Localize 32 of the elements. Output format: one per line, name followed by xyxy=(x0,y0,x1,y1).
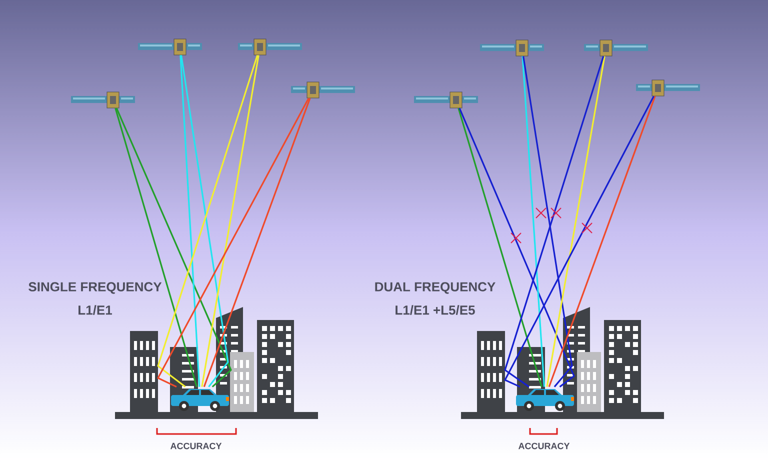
signal-line xyxy=(180,55,229,388)
car-drawing xyxy=(516,389,574,411)
signal-line xyxy=(116,108,232,388)
accuracy-label: ACCURACY xyxy=(518,442,570,450)
signal-line xyxy=(504,96,654,388)
satellite-drawing xyxy=(584,40,648,56)
satellite-drawing xyxy=(238,38,302,56)
heading: L1/E1 +L5/E5 xyxy=(396,305,475,315)
signal-line xyxy=(522,56,546,387)
satellite-drawing xyxy=(636,80,700,96)
heading: L1/E1 xyxy=(78,305,112,315)
signal-line xyxy=(546,56,606,387)
signal-line xyxy=(203,98,311,388)
signal-line xyxy=(157,54,258,388)
heading: SINGLE FREQUENCY xyxy=(28,282,162,294)
satellite-drawing xyxy=(291,82,355,98)
accuracy-label: ACCURACY xyxy=(170,442,222,450)
signal-line xyxy=(114,108,198,388)
car-drawing xyxy=(171,389,229,411)
signal-line xyxy=(548,96,656,388)
satellite-drawing xyxy=(71,92,135,108)
signal-line xyxy=(458,108,575,388)
signal-line xyxy=(201,55,260,387)
signal-line xyxy=(458,108,542,388)
signal-line xyxy=(522,56,573,388)
signal-line xyxy=(504,56,604,388)
signal-line xyxy=(180,55,200,387)
signal-line xyxy=(157,98,310,388)
satellite-drawing xyxy=(138,38,202,56)
satellite-drawing xyxy=(414,92,478,108)
heading: DUAL FREQUENCY xyxy=(375,282,496,294)
satellite-drawing xyxy=(480,40,544,56)
